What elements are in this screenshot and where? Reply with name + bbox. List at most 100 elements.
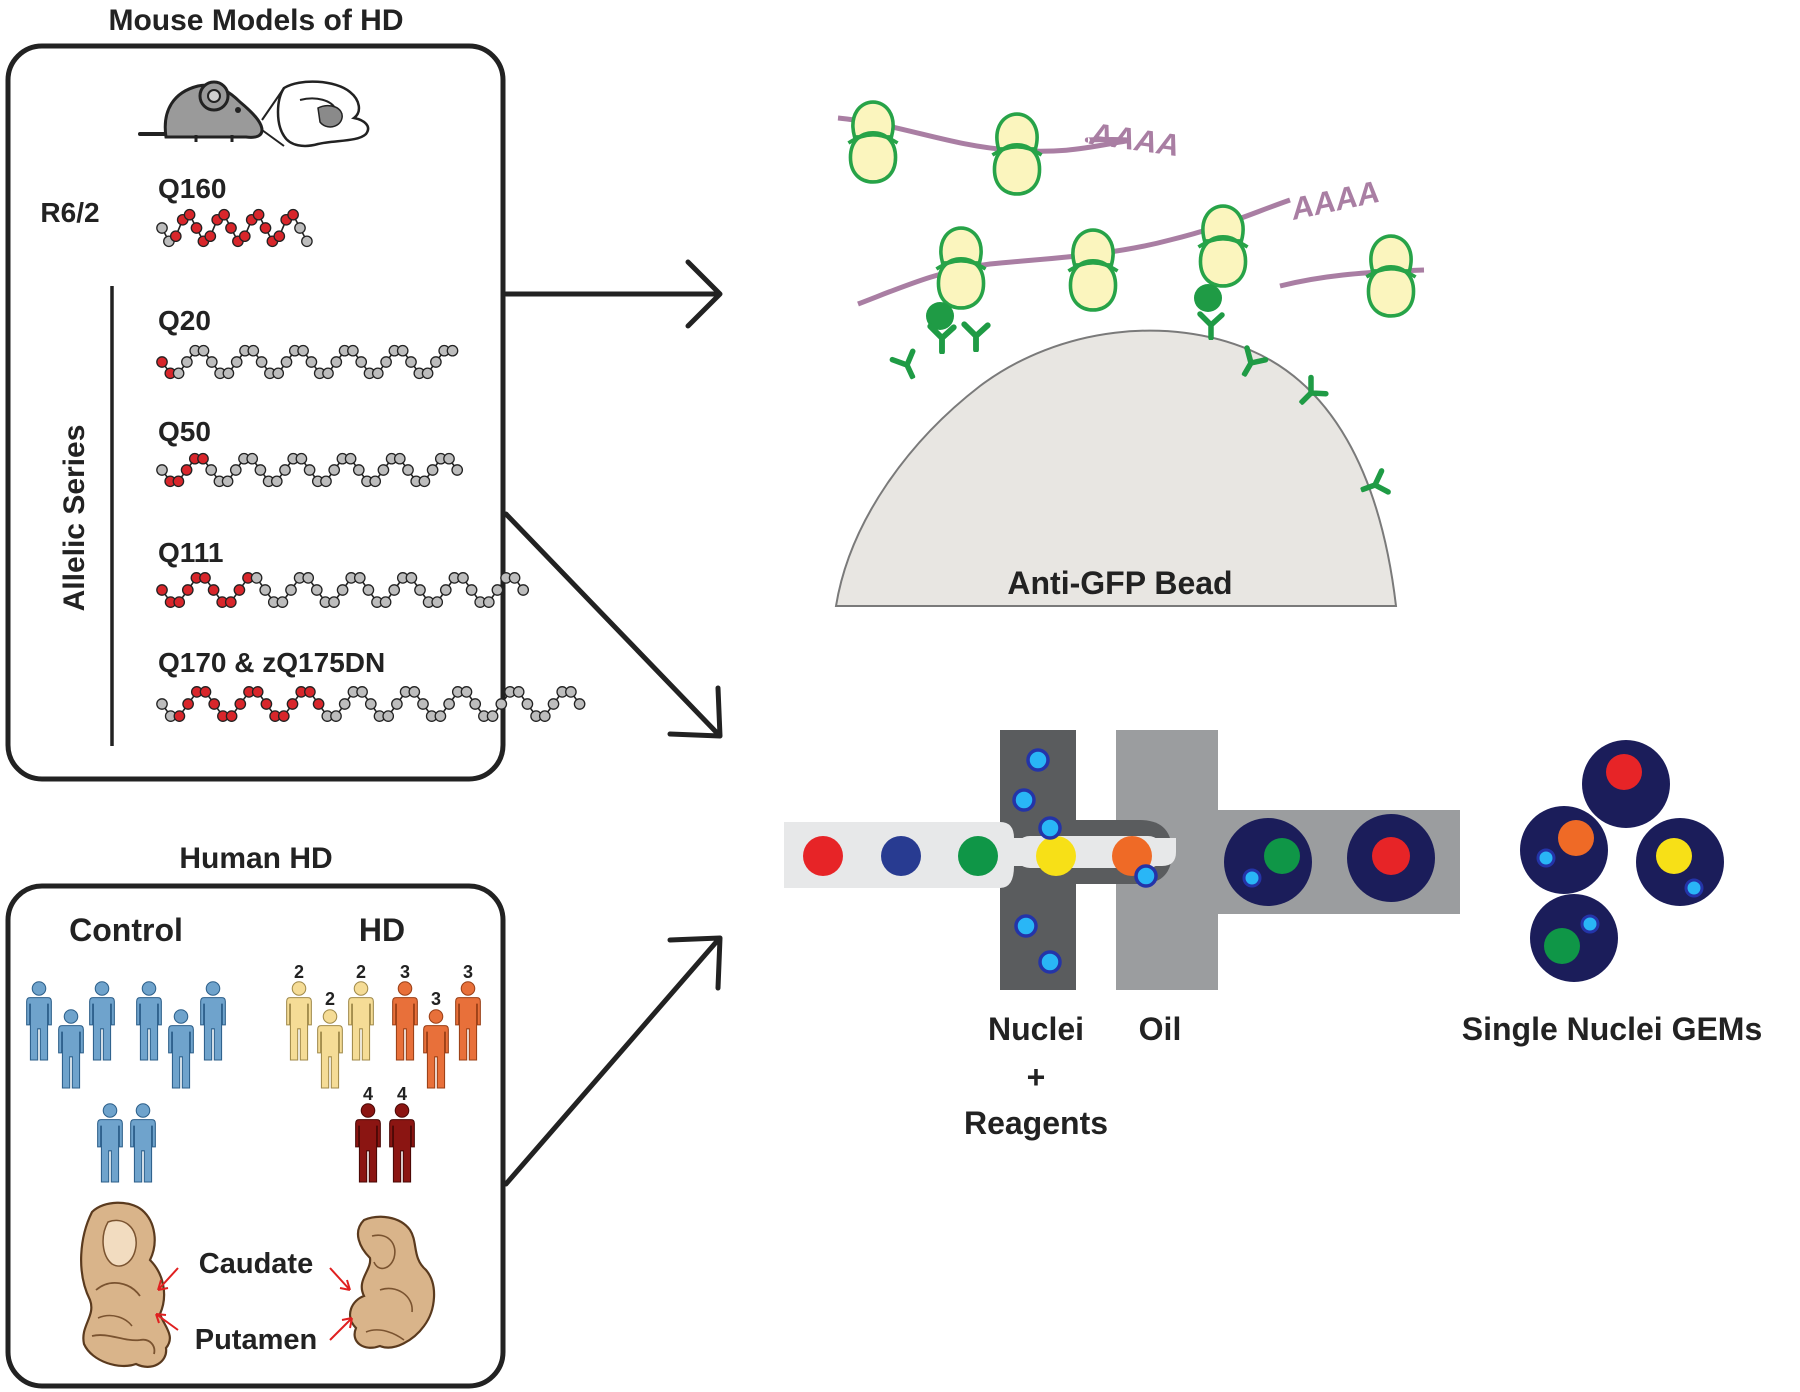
control-person — [89, 981, 115, 1061]
polyq-bead — [225, 710, 238, 722]
wildtype-bead — [405, 572, 418, 584]
human-panel-box — [5, 883, 506, 1389]
wildtype-bead — [451, 464, 464, 476]
ribosome — [1066, 228, 1120, 312]
wildtype-bead — [294, 222, 306, 234]
polyq-bead — [251, 686, 264, 698]
poly-a-tail: AAAA — [1287, 174, 1383, 227]
wildtype-bead — [414, 584, 426, 596]
antibody-icon — [892, 350, 922, 381]
grade-number: 3 — [431, 989, 441, 1009]
hd-grade2-person — [286, 981, 312, 1061]
chain-label-q170-zq175dn: Q170 & zQ175DN — [158, 647, 385, 678]
wildtype-bead — [573, 698, 586, 710]
polyq-bead — [260, 698, 273, 710]
wildtype-bead — [310, 584, 323, 596]
flow-arrows — [503, 259, 723, 1187]
wildtype-bead — [347, 344, 359, 357]
wildtype-bead — [254, 464, 267, 476]
wildtype-bead — [344, 452, 357, 465]
wildtype-bead — [247, 344, 260, 357]
wildtype-bead — [431, 596, 444, 608]
barcode-bead — [1580, 914, 1600, 934]
wildtype-bead — [285, 584, 297, 596]
wildtype-bead — [418, 475, 431, 488]
barcode-bead — [1038, 950, 1062, 974]
nuclei-label: Nuclei — [988, 1011, 1084, 1047]
barcode-bead — [1242, 868, 1262, 888]
wildtype-bead — [156, 464, 168, 476]
wildtype-bead — [457, 572, 469, 584]
hd-grade3-person — [392, 981, 418, 1061]
wildtype-bead — [396, 344, 409, 357]
wildtype-bead — [446, 344, 459, 357]
protein-chains — [156, 208, 586, 722]
antibody-icon — [930, 326, 953, 352]
wildtype-bead — [156, 698, 168, 710]
hd-grade-numbers: 2 2 2 3 3 3 4 4 — [294, 962, 473, 1104]
plus-label: + — [1027, 1059, 1046, 1095]
wildtype-bead — [393, 452, 406, 465]
grade-number: 2 — [325, 989, 335, 1009]
wildtype-bead — [495, 698, 508, 710]
antibody-icon — [964, 324, 987, 350]
polyq-bead — [199, 686, 212, 698]
wildtype-bead — [302, 572, 315, 584]
ribosome — [990, 112, 1044, 196]
polyq-bead — [197, 452, 209, 465]
wildtype-bead — [181, 356, 193, 368]
wildtype-bead — [443, 698, 455, 710]
wildtype-bead — [439, 584, 452, 596]
wildtype-bead — [517, 584, 530, 596]
grade-number: 3 — [463, 962, 473, 982]
polyq-bead — [277, 710, 290, 722]
hd-grade4-person — [389, 1103, 415, 1183]
hd-individuals — [286, 981, 481, 1183]
polyq-bead — [156, 356, 168, 368]
wildtype-bead — [280, 356, 293, 368]
polyq-bead — [190, 222, 203, 234]
barcode-bead — [1012, 788, 1036, 812]
polyq-bead — [172, 475, 185, 488]
ribosome — [846, 100, 900, 184]
poly-a-tail: AAAA — [1087, 116, 1182, 163]
grade-number: 4 — [363, 1084, 373, 1104]
mouse-brain-icon — [138, 80, 370, 148]
nucleus — [1606, 754, 1642, 790]
nucleus — [1656, 838, 1692, 874]
polyq-bead — [259, 222, 272, 234]
wildtype-bead — [371, 367, 384, 380]
wildtype-bead — [369, 475, 382, 488]
control-person — [200, 981, 226, 1061]
wildtype-bead — [565, 686, 577, 698]
hd-grade2-person — [317, 1009, 343, 1089]
wildtype-bead — [355, 356, 368, 368]
nucleus — [1372, 837, 1410, 875]
wildtype-bead — [352, 464, 365, 476]
wildtype-bead — [486, 710, 499, 722]
control-person — [130, 1103, 156, 1183]
polyq-bead — [287, 208, 299, 221]
wildtype-bead — [482, 596, 495, 608]
wildtype-bead — [328, 464, 341, 476]
chain-label-q50: Q50 — [158, 416, 211, 447]
wildtype-bead — [255, 356, 268, 368]
r62-label: R6/2 — [40, 197, 99, 228]
anti-gfp-bead — [834, 329, 1398, 607]
polyq-bead — [204, 230, 217, 243]
nucleus — [958, 836, 998, 876]
control-label: Control — [69, 912, 183, 948]
oil-label: Oil — [1139, 1011, 1182, 1047]
mrna-strand — [837, 115, 1131, 154]
wildtype-bead — [205, 464, 218, 476]
wildtype-bead — [547, 698, 560, 710]
wildtype-bead — [379, 596, 392, 608]
wildtype-bead — [172, 367, 185, 380]
wildtype-bead — [380, 356, 392, 368]
nucleus — [1036, 836, 1076, 876]
wildtype-bead — [417, 698, 429, 710]
barcode-bead — [1014, 914, 1038, 938]
antibody-icon — [1200, 314, 1222, 338]
polyq-bead — [183, 208, 196, 221]
polyq-bead — [286, 698, 299, 710]
